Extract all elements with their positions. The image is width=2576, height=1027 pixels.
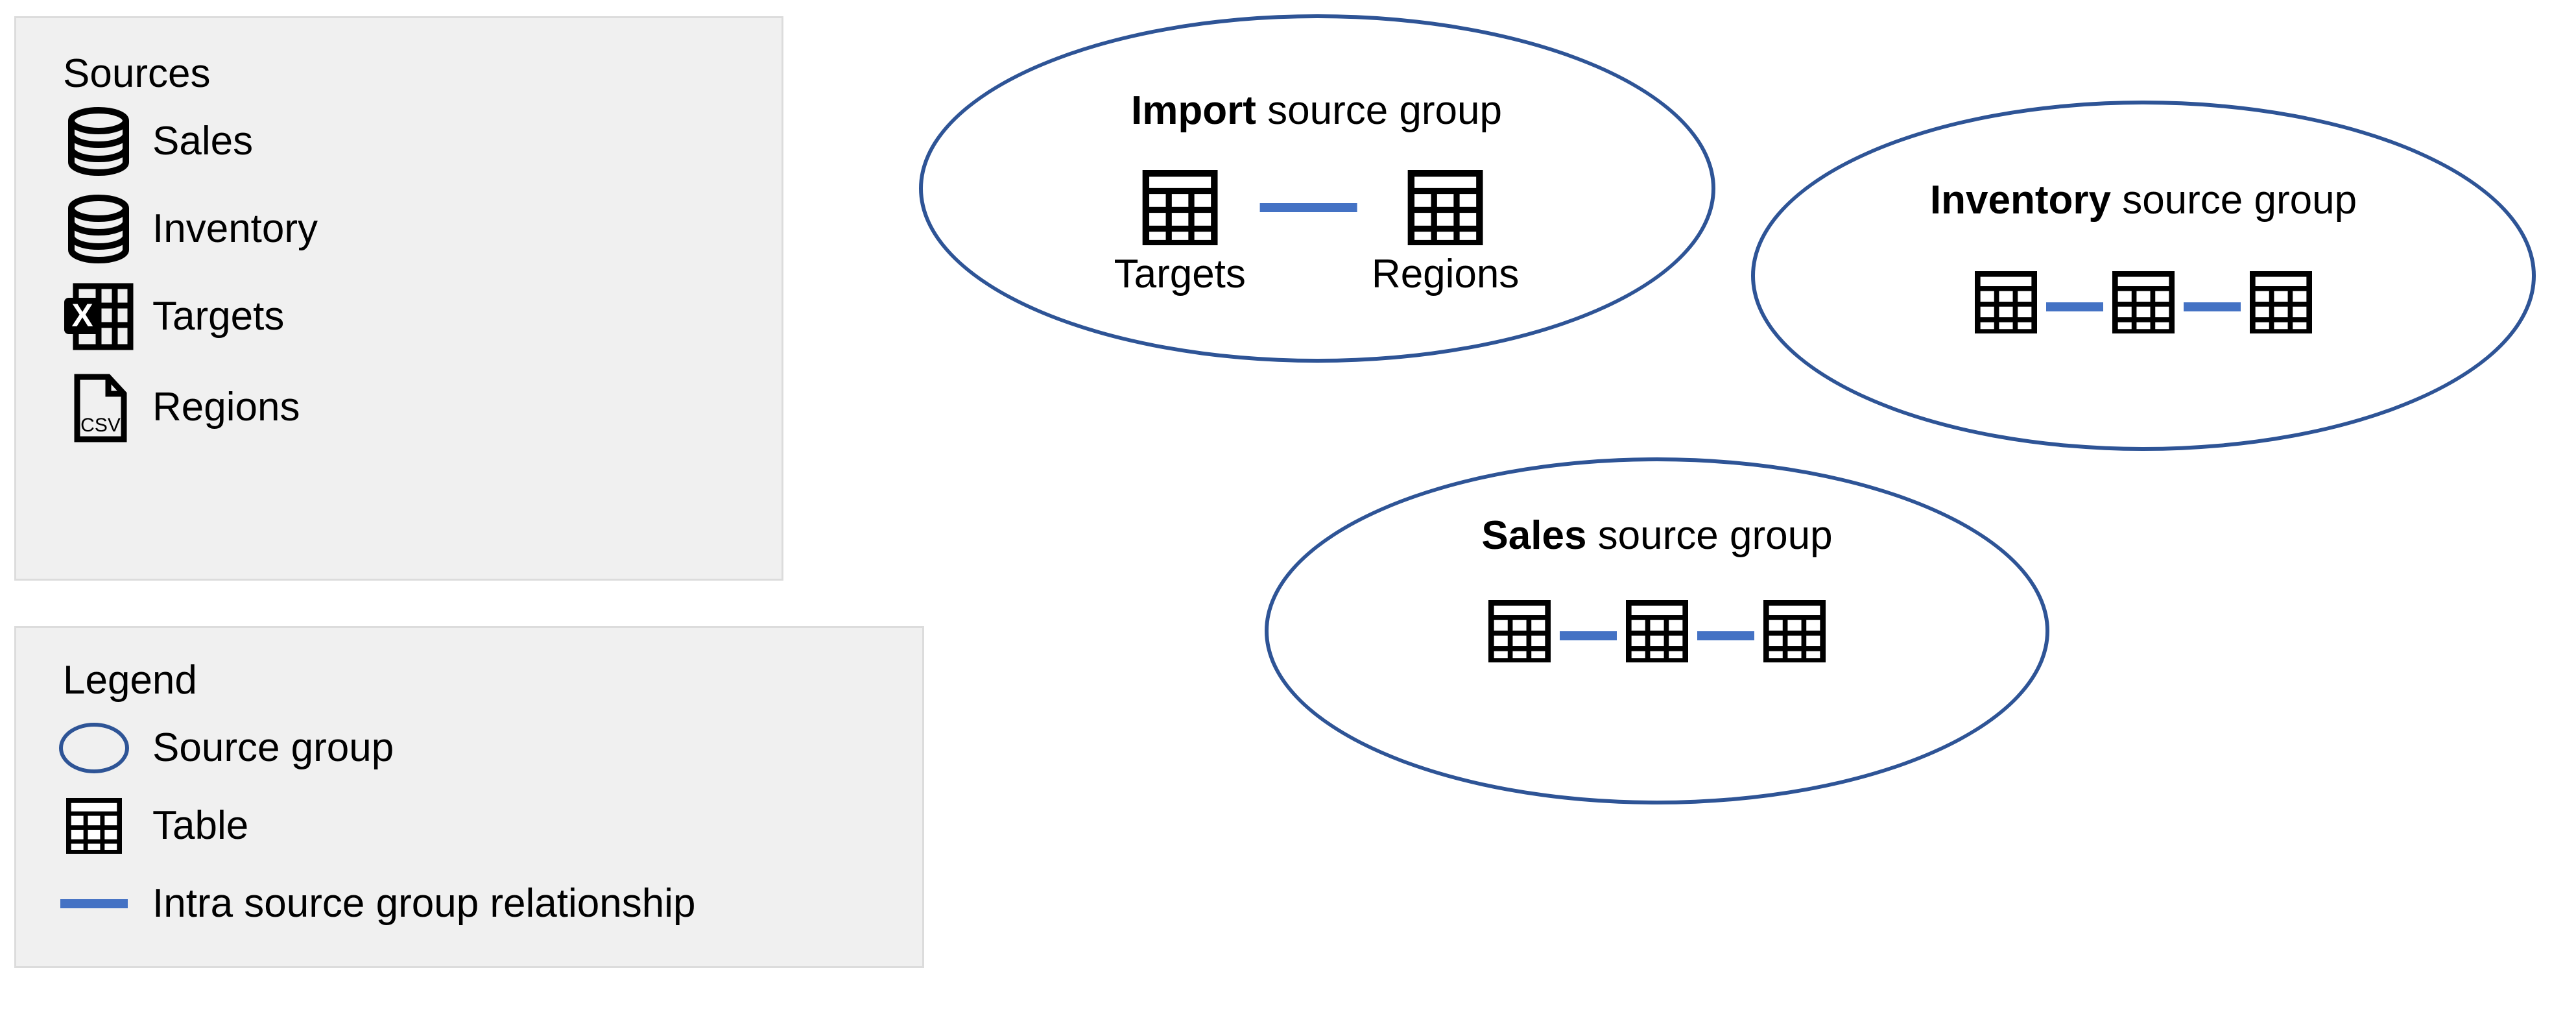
group-title-strong: Inventory <box>1929 178 2111 223</box>
source-list-item-sales[interactable]: Sales <box>63 103 253 180</box>
group-title-strong: Import <box>1131 88 1256 133</box>
table-node-regions[interactable]: Regions <box>1372 170 1519 295</box>
source-item-label: Sales <box>152 119 254 163</box>
relationship-connector <box>2046 302 2103 311</box>
legend-item-label: Source group <box>152 725 394 770</box>
source-group-ellipse-sales[interactable] <box>1265 457 2049 804</box>
source-list-item-targets[interactable]: X Targets <box>63 278 284 356</box>
source-list-item-inventory[interactable]: Inventory <box>63 190 318 268</box>
sources-panel: Sources Sales <box>14 16 783 581</box>
source-item-label: Inventory <box>152 206 318 251</box>
table-grid-icon <box>2250 271 2312 333</box>
table-grid-icon <box>55 797 133 854</box>
source-list-item-regions[interactable]: CSV Regions <box>63 369 300 446</box>
database-icon <box>63 193 134 265</box>
table-row-inventory <box>1975 271 2312 343</box>
legend-item-table: Table <box>55 790 248 862</box>
group-title-rest: source group <box>1586 513 1833 558</box>
table-node[interactable] <box>1626 600 1688 671</box>
table-grid-icon <box>2112 271 2175 333</box>
group-title-rest: source group <box>2110 178 2357 223</box>
table-row-import: Targets Regions <box>1114 170 1519 295</box>
table-node[interactable] <box>1763 600 1826 671</box>
csv-label: CSV <box>80 415 121 436</box>
legend-item-source-group: Source group <box>55 712 394 784</box>
relationship-connector <box>1259 203 1357 212</box>
source-group-title-sales: Sales source group <box>1481 516 1832 556</box>
table-node[interactable] <box>2112 271 2175 343</box>
sources-panel-title: Sources <box>63 51 211 96</box>
source-group-ellipse-import[interactable] <box>919 14 1715 363</box>
table-row-sales <box>1488 600 1826 671</box>
table-node-label: Targets <box>1114 252 1246 296</box>
table-node[interactable] <box>1488 600 1551 671</box>
legend-panel-title: Legend <box>63 658 197 703</box>
legend-panel: Legend Source group <box>14 626 924 968</box>
relationship-connector <box>2184 302 2241 311</box>
table-grid-icon <box>1142 170 1218 245</box>
table-node[interactable] <box>2250 271 2312 343</box>
relationship-connector <box>1560 631 1617 640</box>
table-grid-icon <box>1626 600 1688 662</box>
source-group-title-inventory: Inventory source group <box>1930 180 2357 221</box>
table-grid-icon <box>1975 271 2037 333</box>
table-node-targets[interactable]: Targets <box>1114 170 1246 295</box>
source-item-label: Regions <box>152 385 300 429</box>
blue-line-icon <box>55 875 133 932</box>
legend-item-label: Table <box>152 803 249 848</box>
legend-item-relationship: Intra source group relationship <box>55 868 695 939</box>
table-grid-icon <box>1407 170 1483 245</box>
table-node-label: Regions <box>1371 252 1520 296</box>
group-title-rest: source group <box>1256 88 1502 133</box>
ellipse-outline-icon <box>55 719 133 777</box>
source-item-label: Targets <box>152 294 285 339</box>
group-title-strong: Sales <box>1481 513 1587 558</box>
excel-file-icon: X <box>63 281 134 352</box>
database-icon <box>63 106 134 177</box>
csv-file-icon: CSV <box>63 372 134 443</box>
source-group-ellipse-inventory[interactable] <box>1751 101 2536 451</box>
table-node[interactable] <box>1975 271 2037 343</box>
source-group-title-import: Import source group <box>1131 91 1502 131</box>
relationship-connector <box>1697 631 1754 640</box>
excel-letter: X <box>71 297 93 333</box>
table-grid-icon <box>1488 600 1551 662</box>
table-grid-icon <box>1763 600 1826 662</box>
legend-item-label: Intra source group relationship <box>152 881 696 926</box>
